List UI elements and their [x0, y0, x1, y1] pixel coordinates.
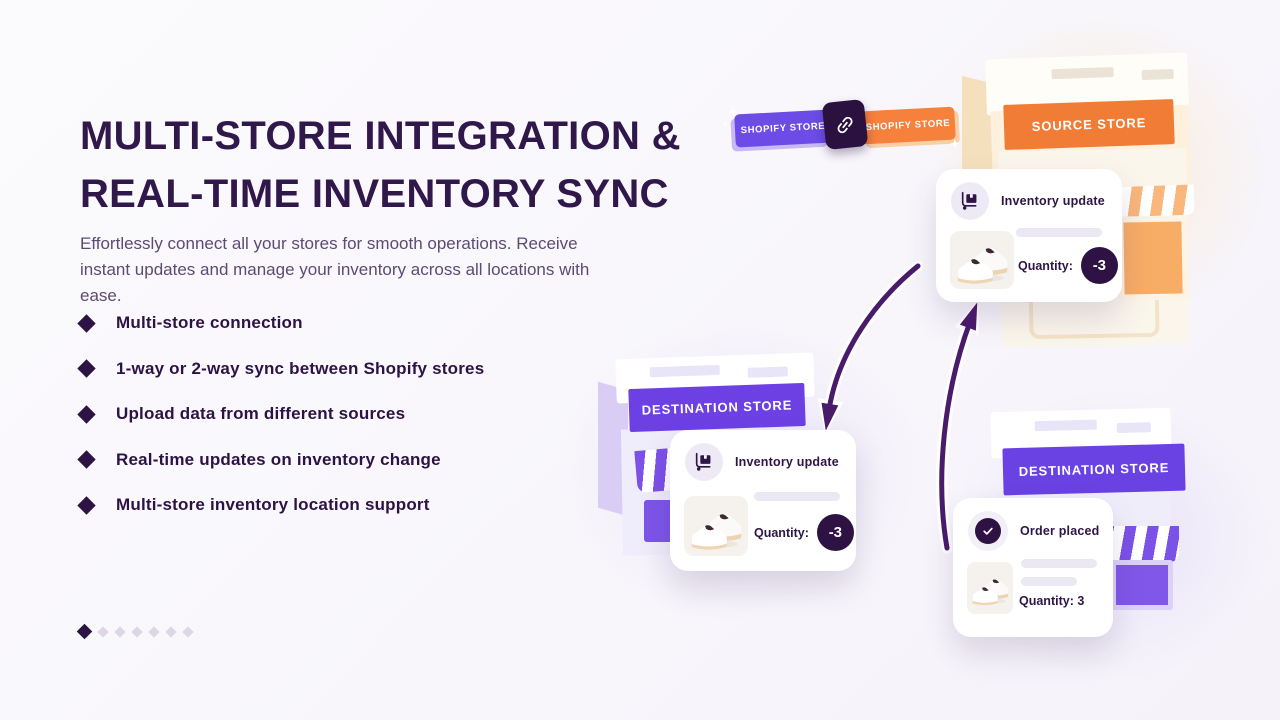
- feature-item: Real-time updates on inventory change: [77, 449, 484, 471]
- destination-store-2-banner: DESTINATION STORE: [1002, 443, 1186, 496]
- diamond-bullet-icon: [77, 359, 96, 378]
- feature-label: Upload data from different sources: [116, 404, 406, 423]
- hand-truck-box-icon: [951, 182, 989, 220]
- source-inventory-card: Inventory update Quantity: -3: [936, 169, 1122, 302]
- card-title: Inventory update: [1001, 194, 1105, 208]
- roof-vent: [649, 364, 720, 378]
- sparkle-icon: [727, 106, 739, 118]
- quantity-badge: -3: [816, 514, 854, 551]
- roof-vent: [1051, 67, 1114, 80]
- banner-label: SOURCE STORE: [1031, 115, 1147, 134]
- pagination-dot[interactable]: [182, 625, 194, 638]
- striped-awning: [1103, 526, 1179, 562]
- product-thumbnail: [967, 562, 1013, 614]
- diamond-bullet-icon: [77, 450, 96, 469]
- quantity-text: Quantity: 3: [1019, 594, 1085, 608]
- roof-vent: [1116, 422, 1152, 434]
- card-header: Inventory update: [951, 182, 1105, 220]
- quantity-row: Quantity: -3: [754, 514, 854, 551]
- feature-label: Multi-store inventory location support: [116, 495, 430, 514]
- pagination-dot[interactable]: [165, 625, 177, 638]
- destination-store-1-banner: DESTINATION STORE: [628, 382, 806, 433]
- feature-list: Multi-store connection 1-way or 2-way sy…: [77, 312, 485, 540]
- feature-label: Multi-store connection: [116, 313, 303, 332]
- shop-window: [1111, 560, 1173, 610]
- feature-item: Multi-store inventory location support: [77, 494, 484, 516]
- quantity-row: Quantity: -3: [1018, 247, 1118, 284]
- pagination-dot[interactable]: [148, 625, 160, 638]
- pagination-dot[interactable]: [97, 625, 109, 638]
- badge-label: SHOPIFY STORE: [740, 120, 826, 137]
- roof-vent: [1141, 68, 1174, 81]
- roof-vent: [747, 366, 788, 378]
- card-title: Order placed: [1020, 524, 1100, 538]
- pagination-dot[interactable]: [131, 625, 143, 638]
- page-description: Effortlessly connect all your stores for…: [80, 234, 590, 305]
- badge-label: SHOPIFY STORE: [865, 117, 951, 134]
- diamond-bullet-icon: [77, 404, 96, 424]
- diamond-bullet-icon: [77, 495, 96, 515]
- product-thumbnail: [950, 231, 1014, 289]
- feature-label: 1-way or 2-way sync between Shopify stor…: [116, 358, 485, 378]
- pagination-dot[interactable]: [114, 625, 126, 638]
- striped-awning: [1109, 184, 1195, 218]
- shopify-store-badge-left: SHOPIFY STORE: [734, 110, 832, 148]
- banner-label: DESTINATION STORE: [1018, 460, 1170, 479]
- banner-label: DESTINATION STORE: [641, 397, 793, 418]
- link-icon: [821, 98, 869, 151]
- card-title: Inventory update: [735, 455, 839, 469]
- skeleton-line: [1021, 559, 1097, 568]
- diamond-bullet-icon: [77, 313, 96, 333]
- shopify-store-badge-right: SHOPIFY STORE: [860, 106, 956, 145]
- page-title: MULTI-STORE INTEGRATION & REAL-TIME INVE…: [80, 107, 700, 223]
- skeleton-line: [1016, 228, 1102, 237]
- shop-window: [1117, 215, 1189, 301]
- feature-item: Multi-store connection: [77, 312, 484, 334]
- source-store-banner: SOURCE STORE: [1003, 99, 1175, 150]
- skeleton-line: [1021, 577, 1077, 586]
- skeleton-line: [754, 492, 840, 501]
- feature-item: Upload data from different sources: [77, 403, 484, 425]
- feature-label: Real-time updates on inventory change: [116, 449, 441, 469]
- quantity-badge: -3: [1080, 247, 1118, 284]
- destination-inventory-card: Inventory update Quantity: -3: [670, 430, 856, 571]
- feature-item: 1-way or 2-way sync between Shopify stor…: [77, 358, 485, 380]
- sparkle-icon: [723, 121, 728, 126]
- title-line-1: MULTI-STORE INTEGRATION &: [80, 113, 681, 158]
- title-line-2: REAL-TIME INVENTORY SYNC: [80, 171, 669, 216]
- product-thumbnail: [684, 496, 748, 556]
- quantity-label: Quantity:: [1018, 258, 1073, 273]
- check-circle-icon: [968, 511, 1008, 551]
- card-header: Order placed: [968, 511, 1100, 551]
- order-placed-card: Order placed Quantity: 3: [953, 498, 1113, 637]
- pagination-dot-active[interactable]: [76, 623, 93, 640]
- carousel-pagination: [76, 623, 194, 640]
- hand-truck-box-icon: [685, 443, 723, 481]
- card-header: Inventory update: [685, 443, 839, 481]
- quantity-label: Quantity:: [754, 525, 809, 540]
- roof-vent: [1034, 419, 1097, 432]
- store-link-badges: SHOPIFY STORE SHOPIFY STORE: [731, 98, 957, 152]
